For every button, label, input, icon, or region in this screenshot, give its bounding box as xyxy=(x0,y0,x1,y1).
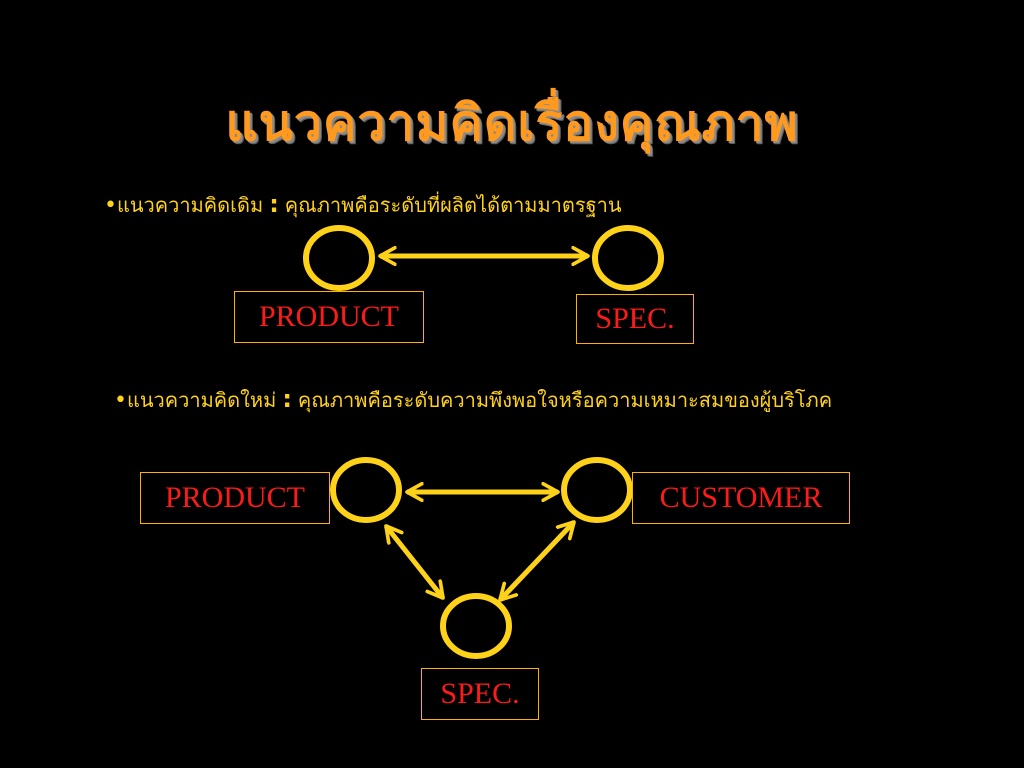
node-old-product xyxy=(303,225,375,291)
arrow-new-product-spec xyxy=(384,526,445,598)
node-old-spec xyxy=(592,225,664,291)
label-box-new-customer: CUSTOMER xyxy=(632,472,850,524)
arrow-new-customer-spec xyxy=(500,522,574,600)
concept-old-definition: คุณภาพคือระดับที่ผลิตได้ตามมาตรฐาน xyxy=(284,193,622,217)
label-old-spec: SPEC. xyxy=(595,302,675,335)
concept-old-colon: : xyxy=(269,190,279,218)
label-old-product: PRODUCT xyxy=(258,300,400,333)
concept-new-definition: คุณภาพคือระดับความพึงพอใจหรือความเหมาะสม… xyxy=(297,388,833,412)
label-box-new-product: PRODUCT xyxy=(140,472,330,524)
bullet-icon: • xyxy=(104,193,117,218)
label-new-spec: SPEC. xyxy=(440,677,520,710)
concept-old-label: แนวความคิดเดิม xyxy=(116,193,264,217)
label-box-new-spec: SPEC. xyxy=(421,668,539,720)
slide-title: แนวความคิดเรื่องคุณภาพ xyxy=(225,94,799,152)
label-new-product: PRODUCT xyxy=(164,481,306,514)
node-new-product xyxy=(330,457,402,523)
concept-new-colon: : xyxy=(282,385,292,413)
label-box-old-spec: SPEC. xyxy=(576,294,694,344)
bullet-icon: • xyxy=(114,388,127,413)
label-box-old-product: PRODUCT xyxy=(234,291,424,343)
concept-new-line: •แนวความคิดใหม่:คุณภาพคือระดับความพึงพอใ… xyxy=(114,385,832,415)
node-new-customer xyxy=(561,457,633,523)
concept-new-label: แนวความคิดใหม่ xyxy=(126,388,277,412)
concept-old-line: •แนวความคิดเดิม:คุณภาพคือระดับที่ผลิตได้… xyxy=(104,190,622,220)
node-new-spec xyxy=(440,593,512,659)
label-new-customer: CUSTOMER xyxy=(659,481,823,514)
